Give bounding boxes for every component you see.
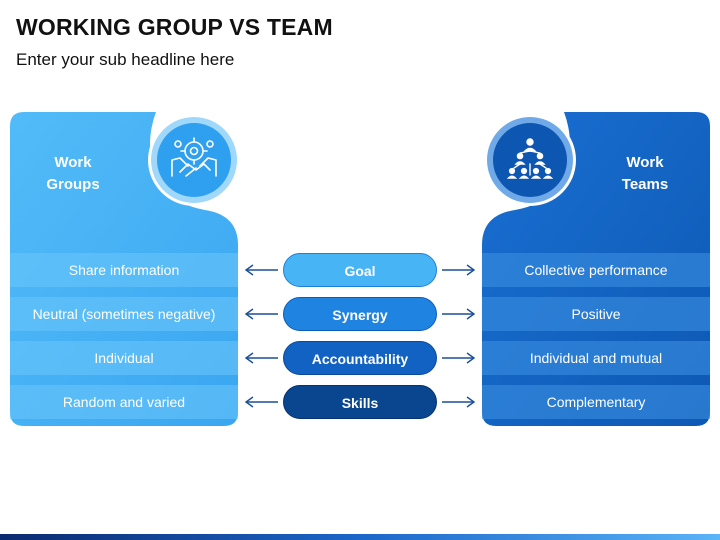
- criterion-accountability: Accountability: [283, 341, 437, 375]
- work-groups-heading: Work Groups: [28, 152, 118, 196]
- work-teams-skills: Complementary: [546, 394, 646, 410]
- arrow-left-goal: [244, 264, 278, 276]
- work-teams-heading: Work Teams: [600, 152, 690, 196]
- arrow-right-accountability: [442, 352, 476, 364]
- footer-bar: [0, 534, 720, 540]
- criterion-skills: Skills: [283, 385, 437, 419]
- work-groups-goal: Share information: [68, 262, 180, 278]
- work-groups-accountability: Individual: [94, 350, 154, 366]
- criterion-goal: Goal: [283, 253, 437, 287]
- work-teams-goal: Collective performance: [524, 262, 668, 278]
- work-teams-heading-line1: Work: [626, 154, 664, 171]
- team-hierarchy-icon: [506, 138, 554, 179]
- page-subtitle: Enter your sub headline here: [16, 50, 235, 69]
- work-groups-synergy: Neutral (sometimes negative): [32, 306, 216, 322]
- work-groups-skills: Random and varied: [62, 394, 186, 410]
- work-groups-heading-line2: Groups: [46, 176, 100, 193]
- page-title: WORKING GROUP VS TEAM: [16, 14, 333, 40]
- handshake-gear-icon: [171, 137, 217, 177]
- arrow-right-synergy: [442, 308, 476, 320]
- work-teams-accountability: Individual and mutual: [529, 350, 663, 366]
- arrow-left-accountability: [244, 352, 278, 364]
- work-teams-heading-line2: Teams: [621, 176, 669, 193]
- arrow-right-goal: [442, 264, 476, 276]
- criterion-synergy: Synergy: [283, 297, 437, 331]
- work-teams-synergy: Positive: [571, 306, 621, 322]
- arrow-left-skills: [244, 396, 278, 408]
- arrow-right-skills: [442, 396, 476, 408]
- work-groups-heading-line1: Work: [54, 154, 92, 171]
- arrow-left-synergy: [244, 308, 278, 320]
